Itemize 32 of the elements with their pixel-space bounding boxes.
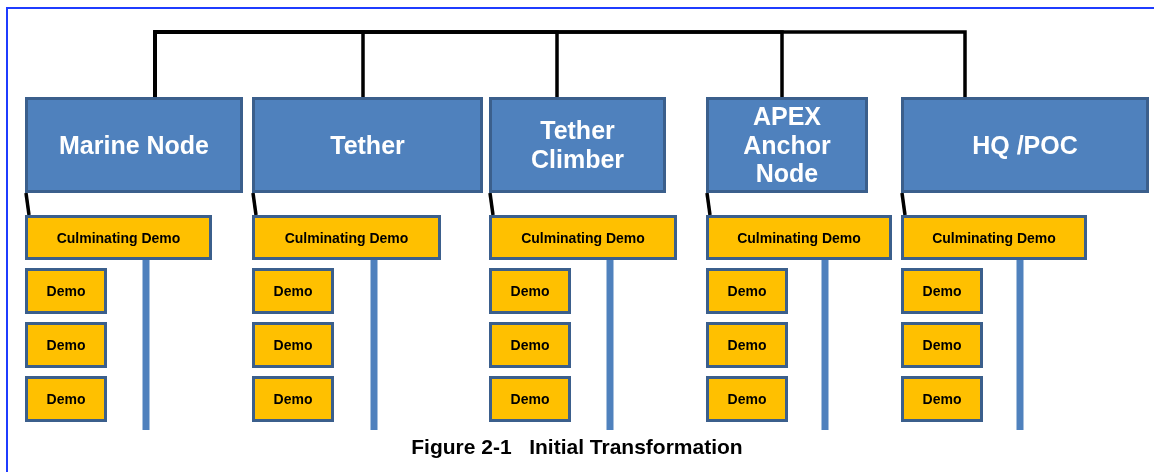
demo-box: Demo: [901, 376, 983, 422]
component-box: APEX Anchor Node: [706, 97, 868, 193]
component-box: HQ /POC: [901, 97, 1149, 193]
demo-box: Culminating Demo: [489, 215, 677, 260]
demo-box: Demo: [252, 376, 334, 422]
demo-box: Demo: [901, 268, 983, 314]
demo-box: Demo: [706, 268, 788, 314]
demo-box: Demo: [25, 376, 107, 422]
connector-line: [488, 192, 495, 216]
demo-box: Culminating Demo: [901, 215, 1087, 260]
component-box: Tether: [252, 97, 483, 193]
connector-line: [900, 192, 907, 216]
demo-box: Demo: [489, 322, 571, 368]
demo-box: Demo: [252, 322, 334, 368]
connector-line: [24, 192, 31, 216]
component-box: Tether Climber: [489, 97, 666, 193]
demo-box: Demo: [489, 376, 571, 422]
demo-box: Demo: [706, 376, 788, 422]
demo-box: Demo: [489, 268, 571, 314]
demo-box: Demo: [252, 268, 334, 314]
connector-line: [705, 192, 712, 216]
component-box: Marine Node: [25, 97, 243, 193]
demo-box: Demo: [901, 322, 983, 368]
connector-line: [251, 192, 258, 216]
demo-box: Culminating Demo: [706, 215, 892, 260]
connector-line: [153, 30, 967, 97]
demo-box: Demo: [25, 322, 107, 368]
demo-box: Demo: [25, 268, 107, 314]
demo-box: Culminating Demo: [25, 215, 212, 260]
figure-caption: Figure 2-1 Initial Transformation: [411, 435, 743, 458]
demo-box: Culminating Demo: [252, 215, 441, 260]
demo-box: Demo: [706, 322, 788, 368]
